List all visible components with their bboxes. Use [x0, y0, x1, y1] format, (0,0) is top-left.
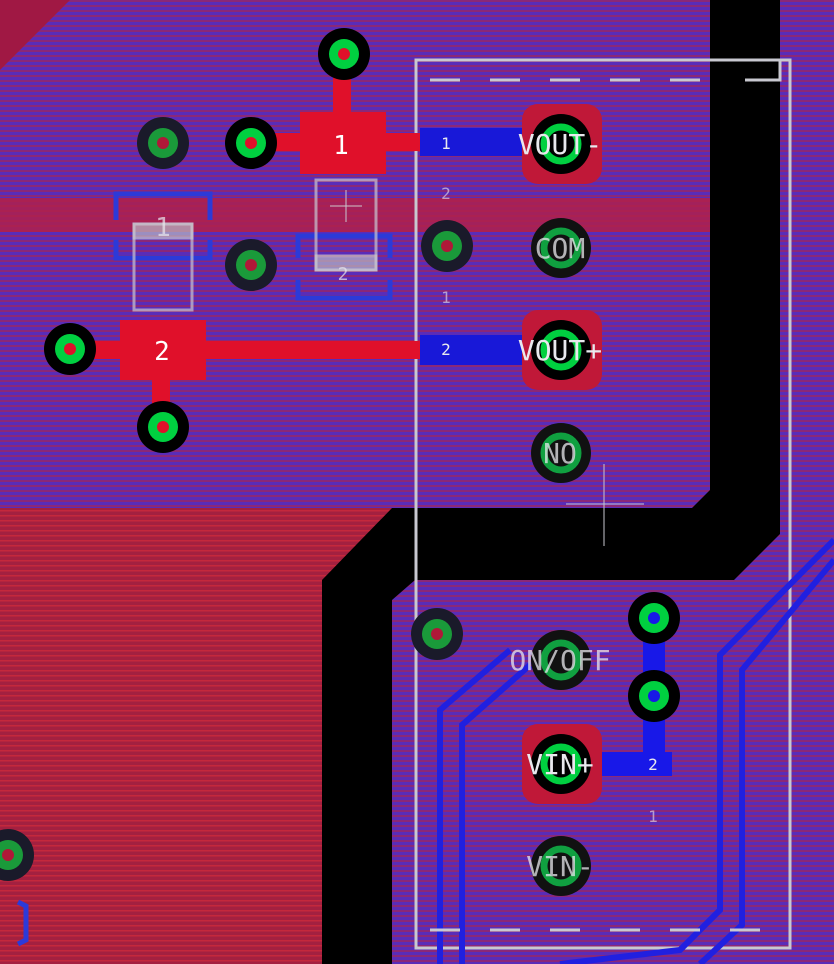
- pin-com-ring: [540, 227, 582, 269]
- pin-label-vin-minus: VIN-: [526, 850, 593, 883]
- pour-lower-left: [0, 508, 392, 964]
- pad-2-label: 2: [154, 337, 170, 367]
- blue-vout-plus: [420, 335, 540, 365]
- pour-diagonal-band: [0, 0, 70, 70]
- blue-route-left-2: [459, 662, 532, 964]
- pour-lower-right: [392, 534, 834, 964]
- pin-vin-plus-ring: [540, 743, 582, 785]
- pin-label-on-off: ON/OFF: [509, 644, 610, 677]
- module-outline: [414, 58, 792, 950]
- trace-num-vout-minus-b: 2: [441, 184, 451, 203]
- pin-no-ring: [540, 432, 582, 474]
- blue-part-outline-left: [113, 191, 213, 220]
- blue-part-outline-left-b: [113, 240, 213, 261]
- pin-on-off-ring: [540, 639, 582, 681]
- smd-pads: 1 2: [120, 112, 386, 380]
- blue-vout-minus: [420, 128, 540, 156]
- trace-num-com-side: 1: [441, 288, 451, 307]
- pad-1: [300, 112, 386, 174]
- blue-route-right-2: [697, 558, 834, 964]
- bottom-traces: [16, 128, 834, 964]
- pin-vout-minus-ring: [540, 123, 582, 165]
- trace-num-vin-plus-a: 2: [648, 755, 658, 774]
- part-outline-label-2: 2: [338, 264, 349, 285]
- pin-vout-plus: [531, 320, 591, 380]
- via: [0, 829, 34, 881]
- vias: [0, 28, 680, 881]
- blue-edge-bottom-left: [16, 899, 29, 947]
- trace-num-vout-plus: 2: [441, 340, 451, 359]
- module-pin-labels: VOUT- COM VOUT+ NO ON/OFF VIN+ VIN-: [509, 128, 610, 883]
- via: [628, 670, 680, 722]
- via: [44, 323, 96, 375]
- via: [225, 239, 277, 291]
- trace-num-vin-plus-b: 1: [648, 807, 658, 826]
- pin-vout-plus-ring: [540, 329, 582, 371]
- pin-vout-minus: [531, 114, 591, 174]
- via: [137, 401, 189, 453]
- via: [421, 220, 473, 272]
- pin-vin-minus-ring: [540, 845, 582, 887]
- blue-route-left: [437, 647, 512, 964]
- cap-right-tab: [314, 254, 378, 272]
- blue-part-outline-right-b: [295, 280, 393, 301]
- trace-num-vout-minus-a: 1: [441, 134, 451, 153]
- via: [411, 608, 463, 660]
- silkscreen-parts: [132, 78, 780, 932]
- via: [137, 117, 189, 169]
- pin-label-vout-plus: VOUT+: [518, 334, 602, 367]
- blue-part-outline-right: [295, 233, 393, 258]
- board-edge-top: [710, 58, 782, 82]
- pin-label-vout-minus: VOUT-: [518, 128, 602, 161]
- pin-label-com: COM: [535, 232, 586, 265]
- trace-pin-numbers: 1 2 1 2 2 1: [441, 134, 658, 826]
- pin-label-vin-plus: VIN+: [526, 748, 593, 781]
- pin-on-off: [531, 630, 591, 690]
- pin-vin-plus: [531, 734, 591, 794]
- via: [318, 28, 370, 80]
- pad-1-label: 1: [333, 131, 349, 161]
- pin-label-no: NO: [543, 437, 577, 470]
- via: [225, 117, 277, 169]
- red-horizontal-band: [0, 198, 710, 232]
- pin-vin-minus: [531, 836, 591, 896]
- part-outline-label-1: 1: [155, 213, 171, 243]
- cap-left-tab: [132, 222, 194, 240]
- module-pins: [522, 104, 602, 896]
- module-courtyard: [414, 58, 792, 950]
- pad-2: [120, 320, 206, 380]
- via: [628, 592, 680, 644]
- pin-com: [531, 218, 591, 278]
- pin-no: [531, 423, 591, 483]
- blue-route-right: [559, 537, 834, 964]
